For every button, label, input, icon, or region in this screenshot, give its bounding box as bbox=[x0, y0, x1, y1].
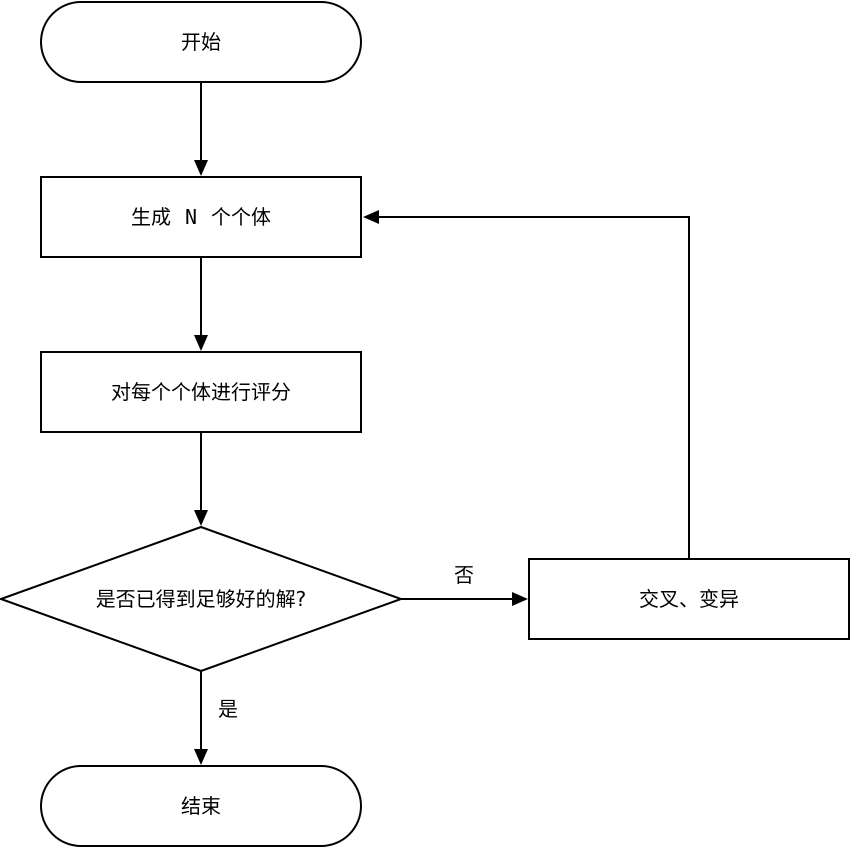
evaluate-node: 对每个个体进行评分 bbox=[40, 351, 362, 433]
decision-node-label: 是否已得到足够好的解? bbox=[96, 587, 307, 611]
start-node: 开始 bbox=[40, 1, 362, 83]
generate-node-label-prefix: 生成 bbox=[131, 205, 171, 229]
edge-crossover-to-generate bbox=[363, 210, 690, 559]
edge-generate-to-evaluate bbox=[194, 257, 208, 351]
decision-node: 是否已得到足够好的解? bbox=[0, 525, 404, 673]
crossover-node-label: 交叉、变异 bbox=[639, 587, 739, 611]
generate-node-label: 生成 N 个个体 bbox=[131, 205, 271, 229]
generate-node-label-var: N bbox=[185, 205, 197, 229]
edge-evaluate-to-decision bbox=[194, 432, 208, 526]
generate-node: 生成 N 个个体 bbox=[40, 176, 362, 258]
end-node: 结束 bbox=[40, 765, 362, 847]
evaluate-node-label: 对每个个体进行评分 bbox=[111, 380, 291, 404]
edge-label-yes: 是 bbox=[218, 697, 238, 721]
edge-label-no: 否 bbox=[454, 563, 474, 587]
generate-node-label-suffix: 个个体 bbox=[211, 205, 271, 229]
edge-start-to-generate bbox=[194, 82, 208, 176]
edge-decision-to-end bbox=[194, 671, 208, 765]
edge-decision-to-crossover bbox=[401, 592, 528, 606]
end-node-label: 结束 bbox=[181, 794, 221, 818]
crossover-node: 交叉、变异 bbox=[528, 558, 850, 640]
start-node-label: 开始 bbox=[181, 30, 221, 54]
